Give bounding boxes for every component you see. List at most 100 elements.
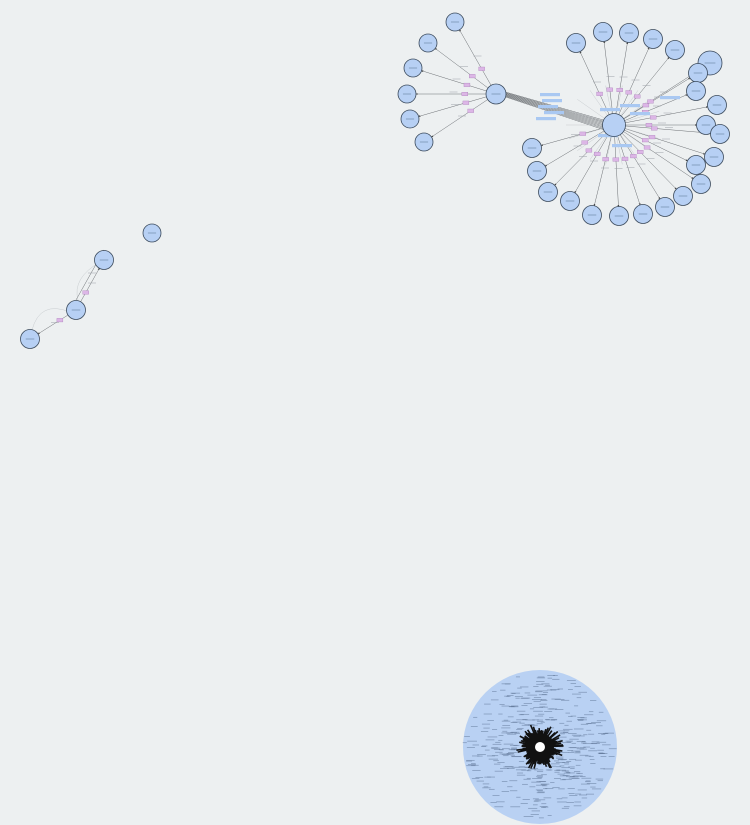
- cluster-label-306: [520, 713, 530, 715]
- node-hubB-leaf-17-label: [638, 213, 648, 215]
- edge-hubB-leaf-18-text: [614, 168, 623, 169]
- cluster-label-270: [475, 777, 484, 778]
- edge-labels-layer: [56, 66, 680, 323]
- cluster-label-189: [499, 704, 505, 705]
- cluster-label-369: [574, 801, 581, 803]
- cluster-label-149: [608, 748, 617, 750]
- cluster-label-347: [477, 754, 486, 755]
- cluster-label-240: [537, 719, 543, 721]
- cluster-label-412: [481, 745, 488, 747]
- edge-hubB-leaf-2[interactable]: [603, 41, 615, 126]
- edge-hubB-leaf-3[interactable]: [613, 42, 629, 126]
- edge-hubA-leaf-3[interactable]: [421, 70, 497, 95]
- cluster-label-297: [567, 788, 575, 790]
- edge-mid-bottom-label: [56, 318, 64, 323]
- cluster-label-401: [576, 697, 582, 699]
- cluster-label-375: [566, 772, 575, 774]
- cluster-label-339: [561, 767, 570, 769]
- edge-hubB-leaf-1-label: [596, 91, 603, 96]
- cluster-center-node[interactable]: [535, 742, 545, 752]
- cluster-label-330: [503, 743, 514, 745]
- edge-hubA-hubB-6[interactable]: [503, 94, 605, 127]
- cluster-label-40: [567, 689, 573, 690]
- cluster-label-407: [501, 781, 508, 782]
- cluster-label-82: [585, 755, 591, 757]
- cluster-label-9: [568, 777, 579, 779]
- edge-hubB-leaf-13[interactable]: [613, 124, 688, 162]
- cluster-label-378: [545, 769, 552, 771]
- edge-hubB-leaf-16[interactable]: [613, 124, 661, 200]
- edge-hubB-leaf-22[interactable]: [544, 124, 615, 167]
- cluster-label-367: [532, 798, 539, 800]
- node-hubB-leaf-6-label: [704, 62, 716, 64]
- edge-hubB-leaf-11-label: [651, 126, 658, 131]
- cluster-label-389: [510, 732, 518, 733]
- cluster-label-137: [529, 708, 535, 710]
- cluster-label-360: [591, 722, 601, 723]
- cluster-label-397: [490, 802, 497, 803]
- edge-hubB-leaf-9[interactable]: [613, 106, 709, 126]
- cluster-label-374: [501, 705, 510, 707]
- cluster-label-183: [579, 776, 586, 777]
- edge-hubA-leaf-5[interactable]: [418, 93, 497, 117]
- cluster-label-413: [545, 719, 552, 721]
- dense-cluster[interactable]: [462, 670, 617, 824]
- edge-hubB-leaf-15[interactable]: [613, 124, 677, 190]
- cluster-label-195: [581, 777, 592, 779]
- cluster-label-186: [481, 746, 486, 747]
- cluster-label-223: [501, 727, 511, 729]
- cluster-label-146: [502, 725, 511, 726]
- edge-hubB-leaf-1[interactable]: [579, 51, 615, 126]
- curve-edge-2: [31, 308, 71, 331]
- edge-hubB-leaf-12[interactable]: [613, 124, 706, 155]
- cluster-label-117: [507, 716, 514, 718]
- cluster-label-258: [579, 748, 587, 750]
- edge-hubA-hubB-5[interactable]: [503, 93, 605, 126]
- cluster-label-292: [543, 685, 552, 687]
- edge-hubB-leaf-4[interactable]: [613, 47, 650, 126]
- edge-hubB-leaf-23[interactable]: [540, 124, 615, 146]
- cluster-label-196: [571, 742, 576, 744]
- edge-hubB-leaf-18[interactable]: [613, 124, 620, 207]
- cluster-label-193: [482, 787, 491, 789]
- edge-hubB-leaf-8[interactable]: [613, 94, 688, 126]
- edge-hubB-leaf-17[interactable]: [613, 124, 641, 206]
- edge-label-blue-10: [612, 144, 632, 148]
- cluster-label-62: [483, 727, 490, 729]
- cluster-label-353: [534, 715, 544, 717]
- edge-hubB-leaf-22-text: [573, 145, 582, 147]
- node-hubA-leaf-4-label: [402, 93, 412, 95]
- edge-hubA-leaf-2[interactable]: [434, 48, 497, 95]
- edge-hubB-leaf-19[interactable]: [593, 124, 615, 207]
- edge-hubA-hubB-4[interactable]: [503, 93, 605, 125]
- cluster-label-135: [537, 721, 544, 722]
- edge-hubA-leaf-6[interactable]: [431, 93, 497, 138]
- node-chain-top-label: [99, 259, 109, 261]
- edge-hubB-leaf-7-label: [642, 103, 650, 108]
- cluster-label-346: [547, 675, 555, 676]
- cluster-label-109: [583, 746, 591, 748]
- cluster-label-239: [499, 753, 510, 755]
- edge-hubB-leaf-5[interactable]: [613, 57, 670, 126]
- node-hub-b[interactable]: [602, 113, 626, 137]
- cluster-label-121: [569, 758, 577, 760]
- cluster-label-20: [487, 776, 495, 778]
- cluster-label-122: [487, 736, 498, 738]
- cluster-label-276: [462, 742, 467, 744]
- cluster-label-368: [563, 730, 570, 732]
- edge-hubB-leaf-11[interactable]: [613, 124, 711, 135]
- edge-hubB-leaf-11-text: [665, 127, 673, 128]
- cluster-label-232: [482, 783, 490, 785]
- cluster-label-320: [581, 797, 588, 799]
- edge-hubA-leaf-1[interactable]: [459, 29, 497, 95]
- cluster-label-225: [559, 775, 568, 777]
- cluster-label-417: [493, 749, 501, 750]
- edge-mid-top-label: [82, 290, 89, 295]
- edge-hubB-leaf-5-label: [634, 94, 641, 99]
- cluster-label-285: [576, 741, 586, 742]
- cluster-label-245: [539, 781, 546, 783]
- edge-hubB-leaf-14[interactable]: [613, 124, 694, 179]
- cluster-label-301: [588, 711, 594, 713]
